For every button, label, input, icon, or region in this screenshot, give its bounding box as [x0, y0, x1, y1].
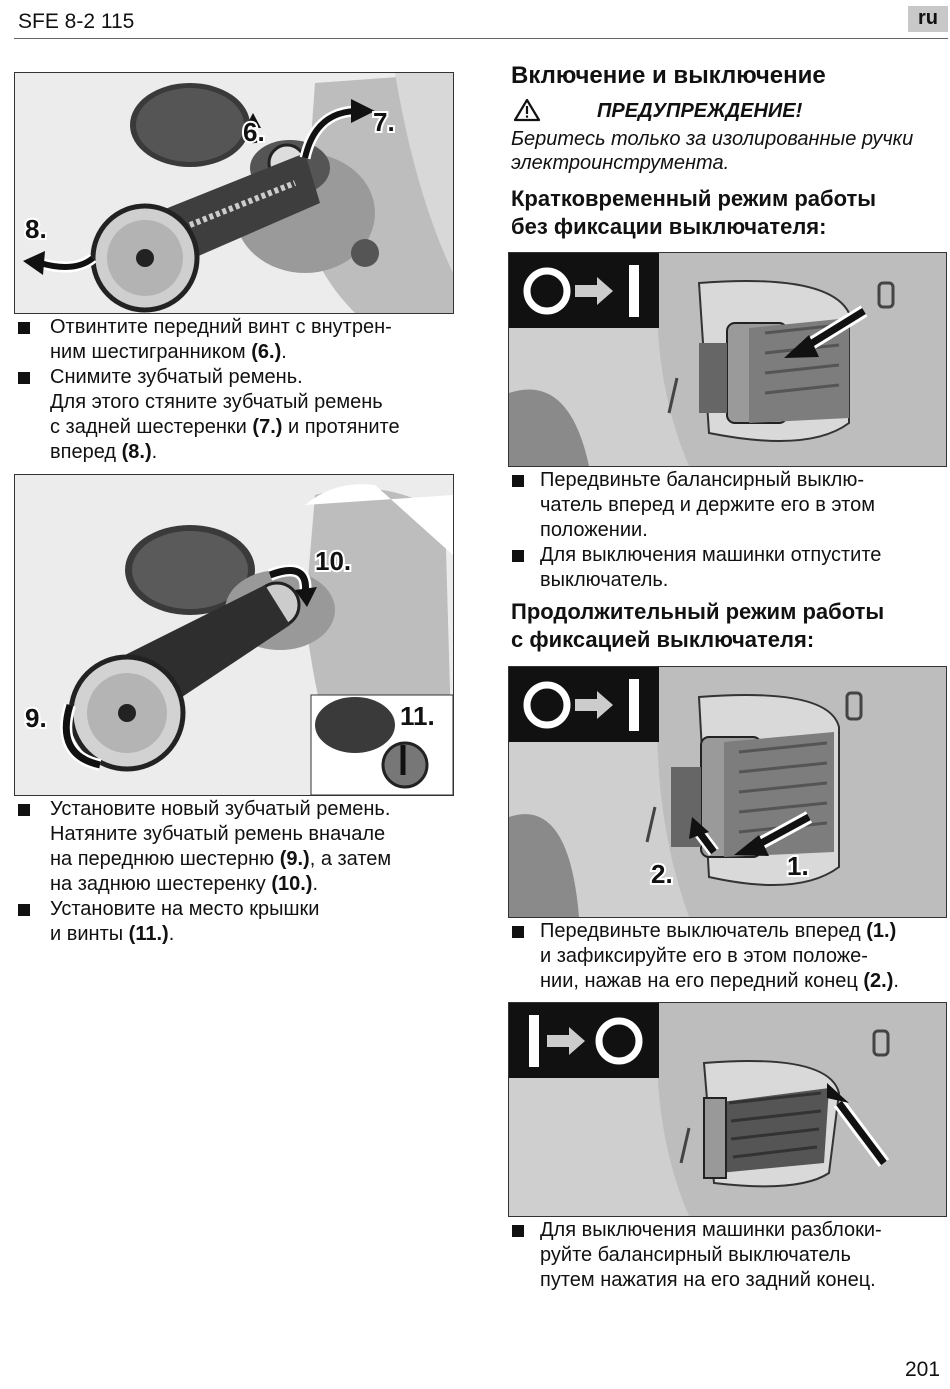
- page-number: 201: [905, 1358, 941, 1381]
- callout-10: 10.: [315, 546, 351, 576]
- bullet-text-line: и зафиксируйте его в этом положе-: [540, 945, 868, 967]
- figure-switch-lock-on: 2. 1.: [508, 666, 947, 918]
- figure-belt-removal: 6. 7. 8.: [14, 72, 454, 314]
- subsection-momentary-mode: Кратковременный режим работы без фиксаци…: [511, 186, 877, 239]
- bullet-text-line: нии, нажав на его передний конец (2.).: [540, 970, 899, 992]
- figure-belt-install: 10. 9. 11.: [14, 474, 454, 796]
- bullet-marker: [18, 372, 30, 384]
- callout-7: 7.: [373, 107, 395, 137]
- warning-text: Беритесь только за изолированные ручки э…: [511, 128, 914, 174]
- continuation-line: с задней шестеренки (7.) и протяните: [50, 416, 400, 438]
- callout-8: 8.: [25, 214, 47, 244]
- bullet-marker: [512, 550, 524, 562]
- warning-title: ПРЕДУПРЕЖДЕНИЕ!: [597, 100, 803, 122]
- bullet-text-line: Установите новый зубчатый ремень.: [50, 798, 391, 820]
- continuation-line: Для этого стяните зубчатый ремень: [50, 391, 383, 413]
- bullet-hold-switch: Передвиньте балансирный выклю- чатель вп…: [512, 468, 947, 543]
- bullet-text-line: руйте балансирный выключатель: [540, 1244, 851, 1266]
- section-title: Включение и выключение: [511, 62, 826, 89]
- bullet-text-line: Передвиньте балансирный выклю-: [540, 469, 864, 491]
- bullet-text-line: на переднюю шестерню (9.), а затем: [50, 848, 392, 870]
- bullet-text-line: Передвиньте выключатель вперед (1.): [540, 920, 897, 942]
- bullet-text-line: на заднюю шестеренку (10.).: [50, 873, 319, 895]
- callout-11: 11.: [400, 701, 435, 731]
- language-badge: ru: [908, 6, 948, 32]
- callout-9: 9.: [25, 703, 47, 733]
- callout-6: 6.: [243, 117, 265, 147]
- header-rule: [14, 38, 948, 39]
- bullet-release-switch: Для выключения машинки отпустите выключа…: [512, 543, 947, 593]
- bullet-text-line: положении.: [540, 519, 648, 541]
- callout-1: 1.: [787, 851, 809, 881]
- bullet-reinstall-covers: Установите на место крышки и винты (11.)…: [18, 897, 448, 947]
- bullet-text-line: и винты (11.).: [50, 923, 175, 945]
- bullet-unlock-switch: Для выключения машинки разблоки- руйте б…: [512, 1218, 950, 1293]
- bullet-marker: [512, 1225, 524, 1237]
- warning-triangle-icon: [513, 98, 541, 127]
- bullet-marker: [512, 475, 524, 487]
- subsection-continuous-mode: Продолжительный режим работы с фиксацией…: [511, 599, 885, 652]
- figure-switch-unlock: [508, 1002, 947, 1217]
- bullet-marker: [512, 926, 524, 938]
- bullet-unscrew-front-screw: Отвинтите передний винт с внутрен- ним ш…: [18, 315, 448, 365]
- bullet-text-line: Для выключения машинки отпустите: [540, 544, 882, 566]
- bullet-text-line: Снимите зубчатый ремень.: [50, 366, 303, 388]
- bullet-text-line: Отвинтите передний винт с внутрен-: [50, 316, 392, 338]
- figure-switch-momentary: [508, 252, 947, 467]
- bullet-lock-switch: Передвиньте выключатель вперед (1.) и за…: [512, 919, 950, 994]
- bullet-text-line: путем нажатия на его задний конец.: [540, 1269, 876, 1291]
- bullet-text-line: Натяните зубчатый ремень вначале: [50, 823, 386, 845]
- document-model: SFE 8-2 115: [18, 10, 135, 33]
- bullet-text-line: чатель вперед и держите его в этом: [540, 494, 875, 516]
- bullet-text-line: Установите на место крышки: [50, 898, 320, 920]
- bullet-marker: [18, 804, 30, 816]
- continuation-line: вперед (8.).: [50, 441, 158, 463]
- bullet-remove-belt: Снимите зубчатый ремень. Для этого стяни…: [18, 365, 448, 465]
- bullet-install-new-belt: Установите новый зубчатый ремень. Натяни…: [18, 797, 448, 897]
- callout-2: 2.: [651, 859, 673, 889]
- bullet-text-line: Для выключения машинки разблоки-: [540, 1219, 882, 1241]
- bullet-marker: [18, 322, 30, 334]
- bullet-marker: [18, 904, 30, 916]
- bullet-text-line: ним шестигранником (6.).: [50, 341, 287, 363]
- bullet-text-line: выключатель.: [540, 569, 669, 591]
